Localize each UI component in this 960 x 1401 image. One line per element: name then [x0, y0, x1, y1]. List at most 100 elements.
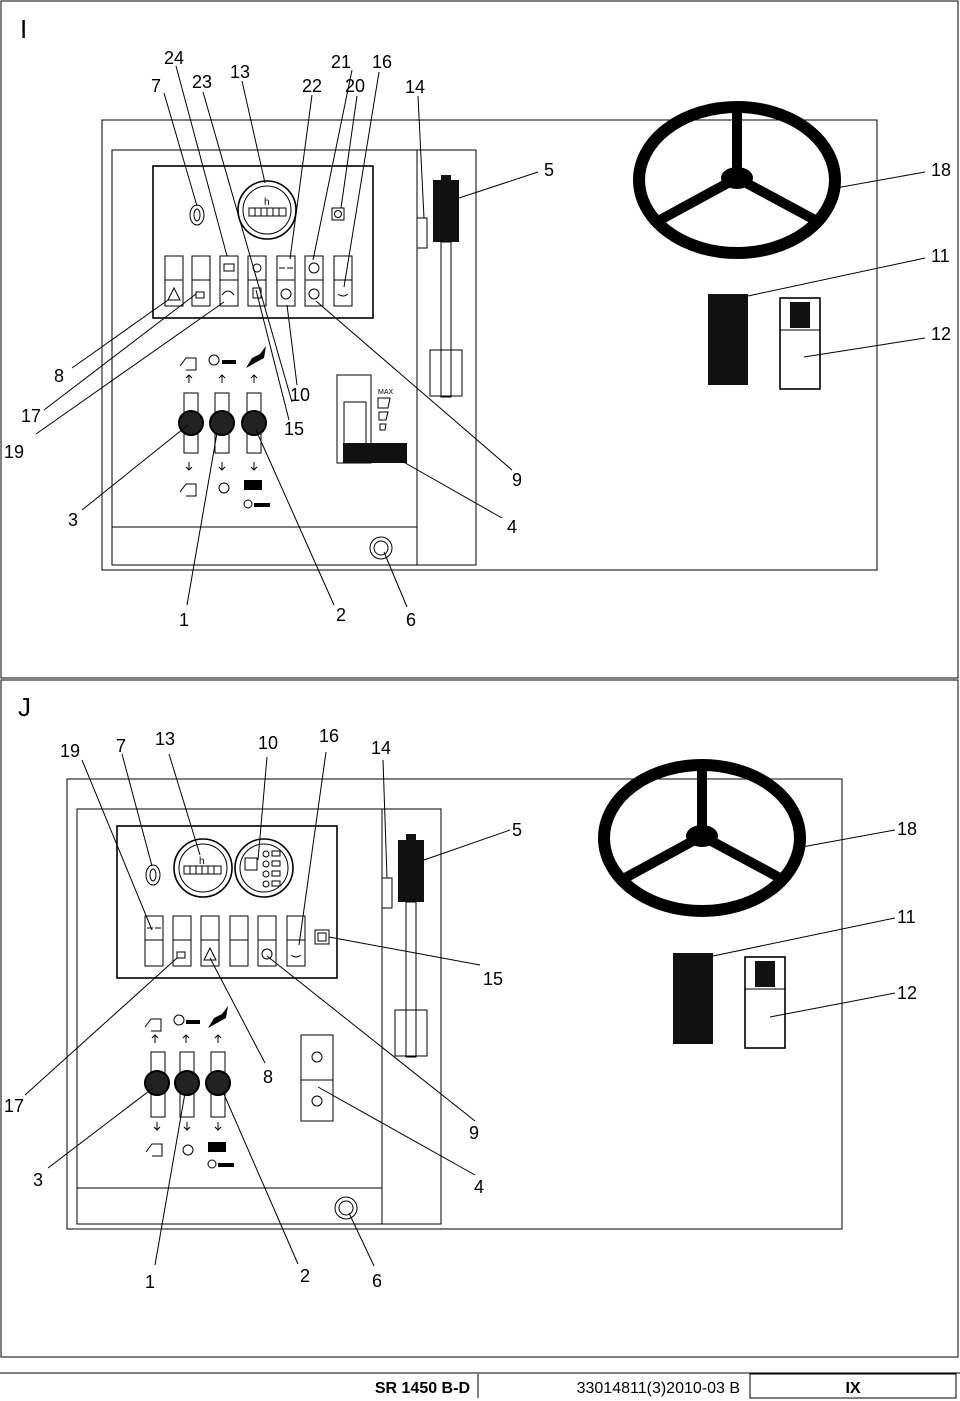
svg-text:14: 14 — [371, 738, 391, 758]
button-icon — [314, 929, 330, 945]
svg-text:15: 15 — [483, 969, 503, 989]
section-j-frame — [0, 679, 959, 1358]
svg-text:13: 13 — [155, 729, 175, 749]
svg-text:15: 15 — [284, 419, 304, 439]
svg-text:12: 12 — [931, 324, 951, 344]
switch-row — [164, 255, 353, 307]
svg-text:17: 17 — [21, 406, 41, 426]
throttle-gate: MAX — [336, 374, 407, 464]
svg-text:9: 9 — [469, 1123, 479, 1143]
filter-icon — [252, 263, 262, 273]
svg-text:5: 5 — [544, 160, 554, 180]
brake-pedal — [708, 294, 748, 385]
key-switch-icon — [189, 204, 205, 226]
svg-text:7: 7 — [151, 76, 161, 96]
brush-icon — [308, 288, 320, 300]
svg-text:5: 5 — [512, 820, 522, 840]
power-button-icon — [331, 207, 345, 221]
dashboard-panel — [116, 825, 338, 979]
svg-text:18: 18 — [897, 819, 917, 839]
svg-text:21: 21 — [331, 52, 351, 72]
svg-text:16: 16 — [372, 52, 392, 72]
svg-text:13: 13 — [230, 62, 250, 82]
svg-text:6: 6 — [406, 610, 416, 630]
accelerator-pedal — [779, 297, 821, 390]
key-switch-icon — [145, 864, 161, 886]
svg-text:8: 8 — [54, 366, 64, 386]
section-i-label: I — [20, 14, 27, 44]
svg-text:14: 14 — [405, 77, 425, 97]
svg-text:6: 6 — [372, 1271, 382, 1291]
svg-text:9: 9 — [512, 470, 522, 490]
svg-text:h: h — [264, 197, 270, 208]
steering-column-lever — [416, 175, 463, 398]
svg-text:2: 2 — [300, 1266, 310, 1286]
brake-pedal — [673, 953, 713, 1044]
lever-knob — [178, 410, 204, 436]
svg-text:22: 22 — [302, 76, 322, 96]
lever-knob — [205, 1070, 231, 1096]
section-i-frame — [0, 0, 959, 679]
hazard-icon — [203, 946, 217, 961]
lever-symbols-top — [179, 346, 266, 383]
steering-wheel-icon — [598, 759, 806, 917]
throttle-block — [300, 1034, 334, 1122]
svg-text:3: 3 — [68, 510, 78, 530]
svg-text:h: h — [199, 856, 205, 867]
ignition-icon — [334, 1196, 358, 1220]
svg-text:MAX: MAX — [378, 389, 394, 396]
lever-symbols-bottom — [179, 462, 270, 509]
lever-knob — [209, 410, 235, 436]
fan-icon — [308, 262, 320, 274]
svg-text:16: 16 — [319, 726, 339, 746]
svg-text:10: 10 — [290, 385, 310, 405]
leader-lines — [24, 751, 896, 1267]
section-j-drawing: h — [4, 726, 917, 1292]
svg-text:2: 2 — [336, 605, 346, 625]
horn-icon — [337, 293, 349, 297]
svg-text:3: 3 — [33, 1170, 43, 1190]
svg-text:1: 1 — [145, 1272, 155, 1292]
svg-text:19: 19 — [4, 442, 24, 462]
svg-text:12: 12 — [897, 983, 917, 1003]
fan-icon — [280, 288, 292, 300]
svg-text:11: 11 — [931, 246, 950, 266]
svg-text:10: 10 — [258, 733, 278, 753]
lever-symbols-top — [144, 1006, 228, 1043]
hour-meter-icon: h — [173, 838, 233, 898]
svg-text:18: 18 — [931, 160, 951, 180]
oil-icon — [221, 290, 235, 296]
svg-text:24: 24 — [164, 48, 184, 68]
callout-labels: 19 7 13 10 16 14 5 18 11 15 12 17 8 9 3 … — [4, 726, 917, 1292]
leader-lines — [35, 65, 926, 608]
light-icon — [176, 951, 186, 959]
accelerator-pedal — [744, 956, 786, 1049]
callout-labels: 24 7 23 13 22 21 20 16 14 5 18 11 12 8 1… — [4, 48, 951, 630]
warning-lights-gauge — [234, 838, 294, 898]
footer-page-number: IX — [845, 1380, 860, 1397]
svg-text:7: 7 — [116, 736, 126, 756]
lever-symbols-bottom — [145, 1122, 234, 1169]
lever-knob — [241, 410, 267, 436]
svg-text:17: 17 — [4, 1096, 24, 1116]
svg-text:19: 19 — [60, 741, 80, 761]
footer-model: SR 1450 B-D — [375, 1380, 470, 1397]
lever-knob — [174, 1070, 200, 1096]
footer-document-number: 33014811(3)2010-03 B — [577, 1380, 740, 1397]
svg-text:23: 23 — [192, 72, 212, 92]
steering-wheel-icon — [633, 101, 841, 259]
hazard-icon — [167, 286, 181, 301]
svg-text:20: 20 — [345, 76, 365, 96]
footer-title-block: SR 1450 B-D 33014811(3)2010-03 B IX — [0, 1372, 960, 1399]
switch-row — [144, 915, 306, 967]
section-j-label: J — [18, 692, 31, 722]
light-icon — [195, 291, 205, 299]
svg-text:11: 11 — [897, 907, 916, 927]
battery-icon — [223, 263, 235, 272]
svg-text:4: 4 — [507, 517, 517, 537]
steering-column-lever — [381, 834, 428, 1058]
brush-icon — [261, 948, 273, 960]
svg-text:1: 1 — [179, 610, 189, 630]
section-i-drawing: h — [4, 48, 951, 630]
